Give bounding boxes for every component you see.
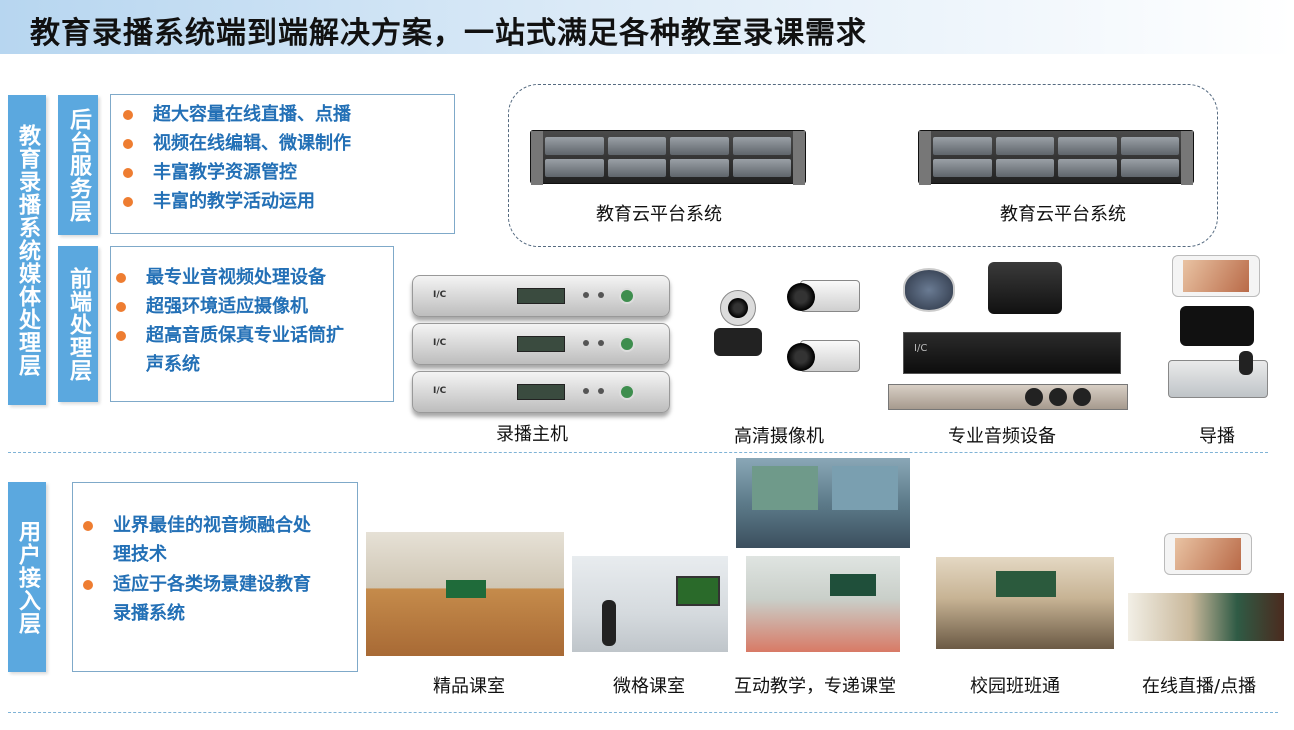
campus-classroom-label: 校园班班通 (970, 676, 1060, 697)
user-item: 理技术 (113, 544, 167, 565)
cloud-label-left: 教育云平台系统 (596, 204, 722, 225)
backend-box: 超大容量在线直播、点播 视频在线编辑、微课制作 丰富教学资源管控 丰富的教学活动… (110, 94, 455, 234)
frontend-item: 声系统 (146, 354, 200, 375)
box-camera (787, 280, 860, 312)
frontend-item: 超强环境适应摄像机 (116, 292, 308, 321)
user-layer-bar: 用户接入层 (8, 482, 46, 672)
separator-middle (8, 452, 1268, 453)
campus-classroom-photo (936, 557, 1114, 649)
interactive-classroom-photo-top (736, 458, 910, 548)
box-camera (787, 340, 860, 372)
online-classroom-label: 在线直播/点播 (1142, 676, 1257, 697)
title-bar: 教育录播系统端到端解决方案，一站式满足各种教室录课需求 (0, 0, 1294, 54)
recorder-label: 录播主机 (496, 424, 568, 445)
backend-layer-bar: 后台服务层 (58, 95, 98, 235)
amplifier-device: I/C (903, 332, 1121, 374)
backend-item: 丰富的教学活动运用 (123, 187, 315, 216)
backend-item: 丰富教学资源管控 (123, 158, 297, 187)
joystick-keyboard-device (1168, 351, 1268, 398)
cloud-label-right: 教育云平台系统 (1000, 204, 1126, 225)
interactive-classroom-photo-bottom (746, 556, 900, 652)
media-layer-bar: 教育录播系统媒体处理层 (8, 95, 46, 405)
backend-item: 超大容量在线直播、点播 (123, 100, 351, 129)
ptz-camera (714, 290, 762, 358)
tablet-device (1172, 255, 1260, 297)
mixer-device (888, 384, 1128, 410)
speaker-device (988, 262, 1062, 314)
recorder-unit: I/C (412, 371, 670, 413)
micro-classroom-label: 微格课室 (613, 676, 685, 697)
online-tablet-device (1164, 533, 1252, 575)
cloud-server-left (530, 130, 806, 185)
cloud-server-right (918, 130, 1194, 185)
audio-label: 专业音频设备 (948, 426, 1056, 447)
interactive-classroom-label: 互动教学，专递课堂 (734, 676, 896, 697)
frontend-item: 最专业音视频处理设备 (116, 263, 326, 292)
director-label: 导播 (1199, 426, 1235, 447)
user-box: 业界最佳的视音频融合处 理技术 适应于各类场景建设教育 录播系统 (72, 482, 358, 672)
control-panel-device (1180, 306, 1254, 346)
user-item: 适应于各类场景建设教育 (83, 570, 311, 599)
online-classroom-photo (1128, 593, 1284, 641)
user-item: 录播系统 (113, 603, 185, 624)
page-title: 教育录播系统端到端解决方案，一站式满足各种教室录课需求 (30, 16, 867, 51)
recorder-unit: I/C (412, 323, 670, 365)
premium-classroom-photo (366, 532, 564, 656)
cloud-platform-box (508, 84, 1218, 247)
frontend-layer-bar: 前端处理层 (58, 246, 98, 402)
frontend-box: 最专业音视频处理设备 超强环境适应摄像机 超高音质保真专业话筒扩 声系统 (110, 246, 394, 402)
premium-classroom-label: 精品课室 (433, 676, 505, 697)
microphone-device (903, 268, 955, 312)
backend-item: 视频在线编辑、微课制作 (123, 129, 351, 158)
separator-bottom (8, 712, 1278, 713)
recorder-unit: I/C (412, 275, 670, 317)
frontend-item: 超高音质保真专业话筒扩 (116, 321, 344, 350)
micro-classroom-photo (572, 556, 728, 652)
camera-label: 高清摄像机 (734, 426, 824, 447)
user-item: 业界最佳的视音频融合处 (83, 511, 311, 540)
